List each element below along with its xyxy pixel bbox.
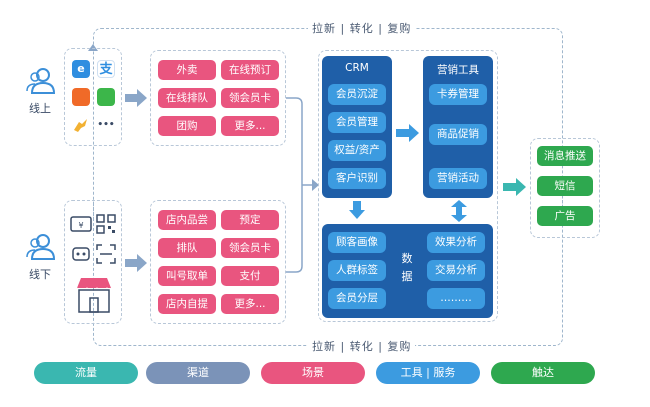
wechat-icon — [97, 88, 115, 106]
legend-traffic: 流量 — [34, 362, 138, 384]
offline-channel-box — [64, 200, 122, 324]
connector-scenes-to-core — [286, 97, 319, 273]
online-scenes-box — [150, 50, 286, 146]
marketing-campaign[interactable]: 营销活动 — [429, 168, 487, 189]
scene-queue[interactable]: 排队 — [158, 238, 216, 258]
crm-title: CRM — [345, 62, 369, 74]
online-channel-box — [64, 48, 122, 146]
scene-online-queue[interactable]: 在线排队 — [158, 88, 216, 108]
data-member-tiers[interactable]: 会员分层 — [328, 288, 386, 309]
scene-call-number[interactable]: 叫号取单 — [158, 266, 216, 286]
marketing-title: 营销工具 — [437, 64, 479, 76]
user-group-icon-offline — [26, 234, 56, 260]
legend-touch: 触达 — [491, 362, 595, 384]
marketing-promotion[interactable]: 商品促销 — [429, 124, 487, 145]
offline-scenes-box — [150, 200, 286, 324]
store-icon — [76, 278, 112, 313]
meituan-icon — [72, 88, 90, 106]
browser-e-icon: e — [72, 60, 90, 78]
loop-label-bottom: 拉新 | 转化 | 复购 — [308, 338, 416, 354]
scene-more-online[interactable]: 更多... — [221, 116, 279, 136]
touch-push[interactable]: 消息推送 — [537, 146, 593, 166]
robot-icon — [72, 247, 90, 261]
scene-more-offline[interactable]: 更多... — [221, 294, 279, 314]
arrow-marketing-data-bidir — [451, 200, 467, 222]
legend-tools-services: 工具 | 服务 — [376, 362, 480, 384]
scene-member-card-online[interactable]: 领会员卡 — [221, 88, 279, 108]
kangaroo-icon — [72, 116, 90, 134]
qrcode-icon — [96, 214, 116, 234]
arrow-core-to-touch — [503, 178, 526, 196]
crm-rights-assets[interactable]: 权益/资产 — [328, 140, 386, 161]
scene-self-pickup[interactable]: 店内自提 — [158, 294, 216, 314]
arrow-crm-to-data — [349, 201, 365, 219]
scene-takeout[interactable]: 外卖 — [158, 60, 216, 80]
loop-label-top: 拉新 | 转化 | 复购 — [308, 20, 416, 36]
scene-in-store-tasting[interactable]: 店内品尝 — [158, 210, 216, 230]
core-box — [318, 50, 498, 322]
scene-member-card-offline[interactable]: 领会员卡 — [221, 238, 279, 258]
touch-box — [530, 138, 600, 238]
scene-online-booking[interactable]: 在线预订 — [221, 60, 279, 80]
data-label: 数据 — [401, 252, 413, 283]
offline-label: 线下 — [29, 268, 51, 281]
alipay-icon: 支 — [97, 60, 115, 78]
crm-customer-id[interactable]: 客户识别 — [328, 168, 386, 189]
svg-text:¥: ¥ — [78, 221, 83, 230]
more-icon: ••• — [97, 116, 115, 134]
touch-sms[interactable]: 短信 — [537, 176, 593, 196]
marketing-coupon[interactable]: 卡券管理 — [429, 84, 487, 105]
scene-group-buy[interactable]: 团购 — [158, 116, 216, 136]
arrow-offline-to-scenes — [125, 254, 147, 272]
arrow-crm-to-marketing — [396, 124, 419, 142]
touch-ads[interactable]: 广告 — [537, 206, 593, 226]
legend-channel: 渠道 — [146, 362, 250, 384]
crm-member-manage[interactable]: 会员管理 — [328, 112, 386, 133]
loop-arrow-icon — [88, 44, 98, 51]
legend-scene: 场景 — [261, 362, 365, 384]
data-more[interactable]: ……… — [427, 288, 485, 309]
coupon-icon: ¥ — [70, 216, 92, 232]
data-customer-profile[interactable]: 顾客画像 — [328, 232, 386, 253]
data-crowd-tags[interactable]: 人群标签 — [328, 260, 386, 281]
arrow-online-to-scenes — [125, 89, 147, 107]
scan-icon — [96, 244, 116, 264]
crm-member-deposit[interactable]: 会员沉淀 — [328, 84, 386, 105]
data-effect-analysis[interactable]: 效果分析 — [427, 232, 485, 253]
user-group-icon-online — [26, 68, 56, 94]
online-label: 线上 — [29, 102, 51, 115]
scene-reserve[interactable]: 预定 — [221, 210, 279, 230]
data-trade-analysis[interactable]: 交易分析 — [427, 260, 485, 281]
scene-pay[interactable]: 支付 — [221, 266, 279, 286]
